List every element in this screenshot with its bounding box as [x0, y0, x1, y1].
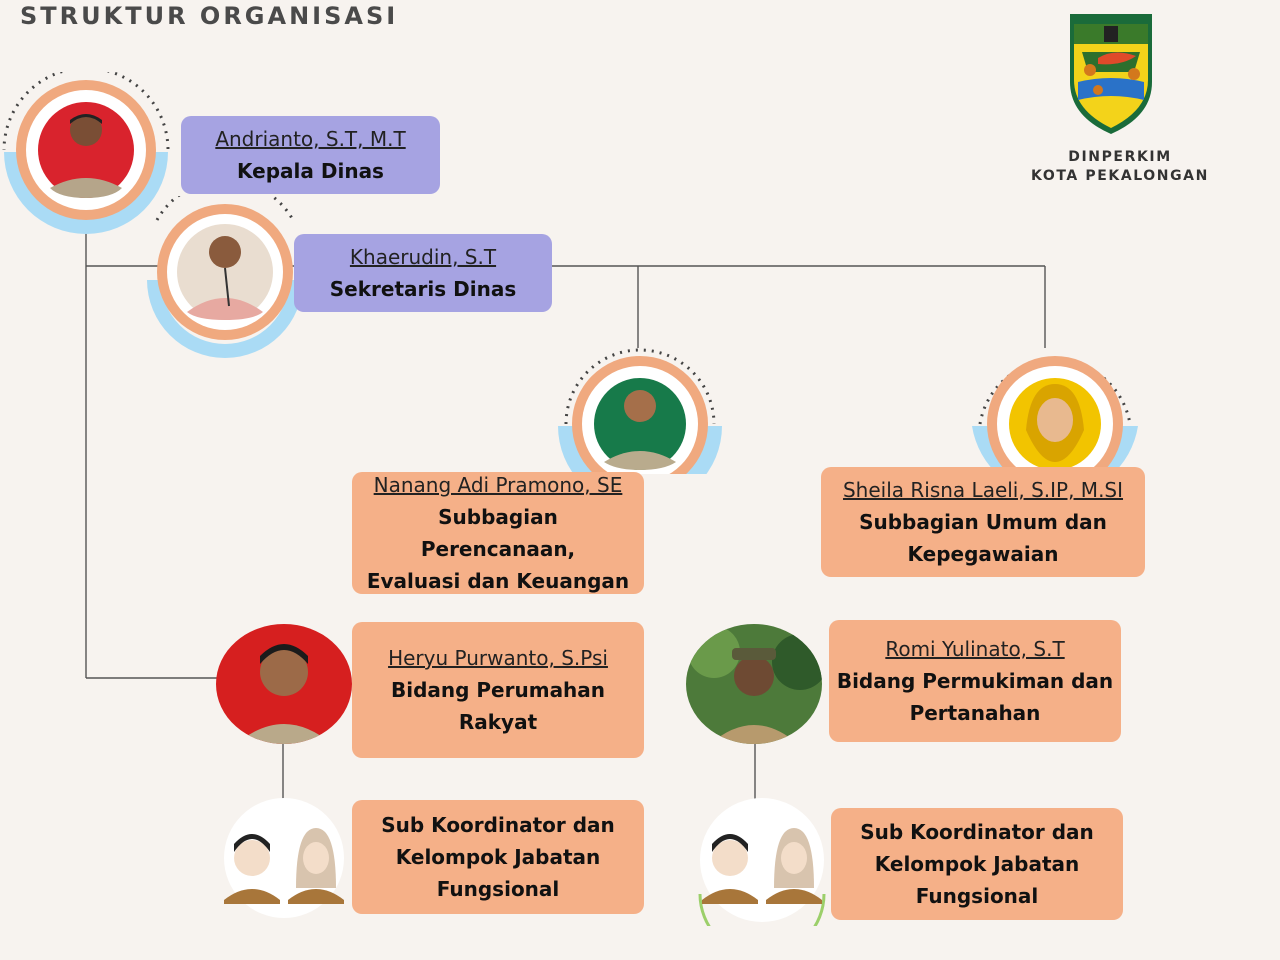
avatar-kepala-dinas: [2, 72, 172, 234]
staff-group-icon: [698, 798, 826, 926]
subkoor-left-line-1: Sub Koordinator dan: [381, 813, 615, 837]
subkoor-right-line-2: Kelompok Jabatan: [874, 852, 1080, 876]
staff-group-icon: [224, 798, 344, 918]
avatar-subbagian-umum: [972, 356, 1138, 470]
card-subkoordinator-left: Sub Koordinator dan Kelompok Jabatan Fun…: [352, 800, 644, 914]
card-subbagian-perencanaan: Nanang Adi Pramono, SE Subbagian Perenca…: [352, 472, 644, 594]
kepala-dinas-role: Kepala Dinas: [237, 159, 384, 183]
sekretaris-dinas-role: Sekretaris Dinas: [329, 277, 517, 301]
perumahan-role-line-1: Bidang Perumahan: [390, 678, 606, 702]
avatar-bidang-perumahan: [216, 624, 352, 744]
perumahan-name[interactable]: Heryu Purwanto, S.Psi: [388, 646, 608, 670]
umum-role-line-1: Subbagian Umum dan: [859, 510, 1107, 534]
umum-name[interactable]: Sheila Risna Laeli, S.IP, M.SI: [842, 478, 1124, 502]
logo-caption: DINPERKIM KOTA PEKALONGAN: [1010, 148, 1230, 186]
subkoor-left-line-3: Fungsional: [436, 877, 560, 901]
card-sekretaris-dinas: Khaerudin, S.T Sekretaris Dinas: [294, 234, 552, 312]
perencanaan-role-line-1: Subbagian Perencanaan,: [420, 505, 576, 561]
perencanaan-name[interactable]: Nanang Adi Pramono, SE: [373, 473, 623, 497]
logo-line-2: KOTA PEKALONGAN: [1031, 168, 1209, 184]
subkoor-right-line-1: Sub Koordinator dan: [860, 820, 1094, 844]
pekalongan-emblem-icon: [1070, 14, 1152, 134]
kepala-dinas-name[interactable]: Andrianto, S.T, M.T: [215, 127, 406, 151]
page-title: STRUKTUR ORGANISASI: [20, 2, 399, 30]
sekretaris-dinas-name[interactable]: Khaerudin, S.T: [349, 245, 497, 269]
perumahan-role-line-2: Rakyat: [458, 710, 538, 734]
permukiman-role-line-1: Bidang Permukiman dan: [836, 669, 1114, 693]
perencanaan-role-line-2: Evaluasi dan Keuangan: [366, 569, 630, 593]
card-bidang-permukiman: Romi Yulinato, S.T Bidang Permukiman dan…: [829, 620, 1121, 742]
umum-role-line-2: Kepegawaian: [907, 542, 1059, 566]
avatar-bidang-permukiman: [686, 624, 822, 744]
card-kepala-dinas: Andrianto, S.T, M.T Kepala Dinas: [181, 116, 440, 194]
card-subkoordinator-right: Sub Koordinator dan Kelompok Jabatan Fun…: [831, 808, 1123, 920]
subkoor-right-line-3: Fungsional: [915, 884, 1039, 908]
subkoor-left-line-2: Kelompok Jabatan: [395, 845, 601, 869]
logo-line-1: DINPERKIM: [1068, 149, 1172, 165]
permukiman-role-line-2: Pertanahan: [909, 701, 1041, 725]
card-bidang-perumahan: Heryu Purwanto, S.Psi Bidang Perumahan R…: [352, 622, 644, 758]
avatar-subbagian-perencanaan: [558, 348, 722, 474]
permukiman-name[interactable]: Romi Yulinato, S.T: [885, 637, 1065, 661]
avatar-sekretaris-dinas: [147, 196, 303, 358]
card-subbagian-umum: Sheila Risna Laeli, S.IP, M.SI Subbagian…: [821, 467, 1145, 577]
